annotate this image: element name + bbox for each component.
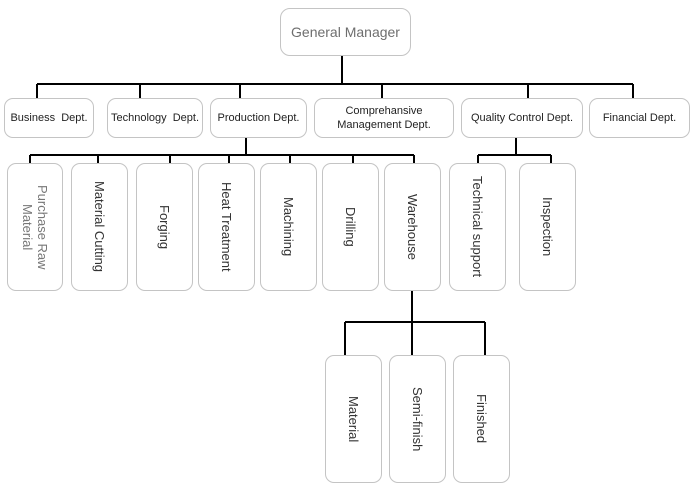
dept-financial-label: Financial Dept. xyxy=(602,112,677,124)
unit-material-cutting: Material Cutting xyxy=(71,163,128,291)
unit-material-label: Material xyxy=(346,395,361,443)
dept-business: Business Dept. xyxy=(4,98,94,138)
dept-production: Production Dept. xyxy=(210,98,307,138)
dept-technology-label: Technology Dept. xyxy=(110,112,200,124)
unit-heat-treatment-label: Heat Treatment xyxy=(219,182,234,272)
unit-drilling-label: Drilling xyxy=(343,207,358,247)
dept-financial: Financial Dept. xyxy=(589,98,690,138)
unit-semi-finish-label: Semi-finish xyxy=(410,386,425,452)
dept-business-label: Business Dept. xyxy=(10,112,88,124)
dept-comprehensive-management: Comprehansive Management Dept. xyxy=(314,98,454,138)
unit-forging: Forging xyxy=(136,163,193,291)
unit-technical-support-label: Technical support xyxy=(470,176,485,278)
dept-comprehensive-management-label: Comprehansive Management Dept. xyxy=(337,105,431,131)
general-manager-label: General Manager xyxy=(291,24,400,40)
unit-warehouse: Warehouse xyxy=(384,163,441,291)
dept-quality-control-label: Quality Control Dept. xyxy=(470,112,574,124)
unit-warehouse-label: Warehouse xyxy=(405,194,420,260)
general-manager-box: General Manager xyxy=(280,8,411,56)
unit-material-cutting-label: Material Cutting xyxy=(92,181,107,273)
unit-purchase-raw-material-label: Purchase Raw Material xyxy=(20,184,50,270)
dept-production-label: Production Dept. xyxy=(217,112,300,124)
unit-forging-label: Forging xyxy=(157,204,172,250)
unit-drilling: Drilling xyxy=(322,163,379,291)
unit-technical-support: Technical support xyxy=(449,163,506,291)
unit-purchase-raw-material: Purchase Raw Material xyxy=(7,163,63,291)
unit-finished: Finished xyxy=(453,355,510,483)
unit-material: Material xyxy=(325,355,382,483)
unit-machining: Machining xyxy=(260,163,317,291)
dept-quality-control: Quality Control Dept. xyxy=(461,98,583,138)
unit-inspection-label: Inspection xyxy=(540,197,555,257)
unit-machining-label: Machining xyxy=(281,197,296,257)
unit-heat-treatment: Heat Treatment xyxy=(198,163,255,291)
unit-inspection: Inspection xyxy=(519,163,576,291)
dept-technology: Technology Dept. xyxy=(107,98,203,138)
unit-finished-label: Finished xyxy=(474,394,489,444)
unit-semi-finish: Semi-finish xyxy=(389,355,446,483)
